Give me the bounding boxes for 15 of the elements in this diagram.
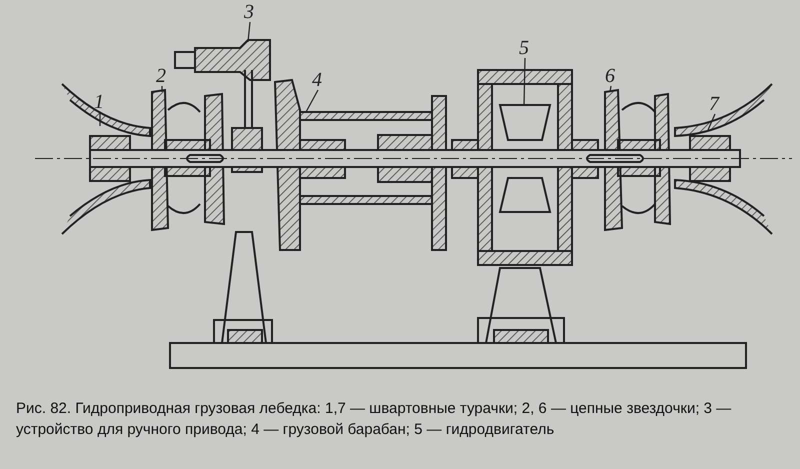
- callout-number: 3: [244, 2, 254, 22]
- callout-number: 6: [605, 66, 615, 86]
- callout-number: 2: [156, 66, 166, 86]
- callout-number: 5: [519, 38, 529, 58]
- leader-line: [305, 90, 319, 112]
- leader-line: [247, 22, 251, 42]
- leader-line: [161, 86, 163, 92]
- figure-caption: Рис. 82. Гидроприводная грузовая лебедка: 1,7 — швартовные турачки; 2, 6 — цепные звездочки; 3 — устройство для ручного привода; 4 — грузовой барабан; 5 — гидродвигатель: [16, 399, 732, 440]
- leader-line: [707, 114, 716, 130]
- leader-line: [99, 112, 101, 126]
- leader-line: [523, 58, 526, 106]
- callout-number: 1: [94, 92, 104, 112]
- leader-line: [609, 86, 612, 92]
- callout-number: 4: [312, 70, 322, 90]
- callout-number: 7: [709, 94, 719, 114]
